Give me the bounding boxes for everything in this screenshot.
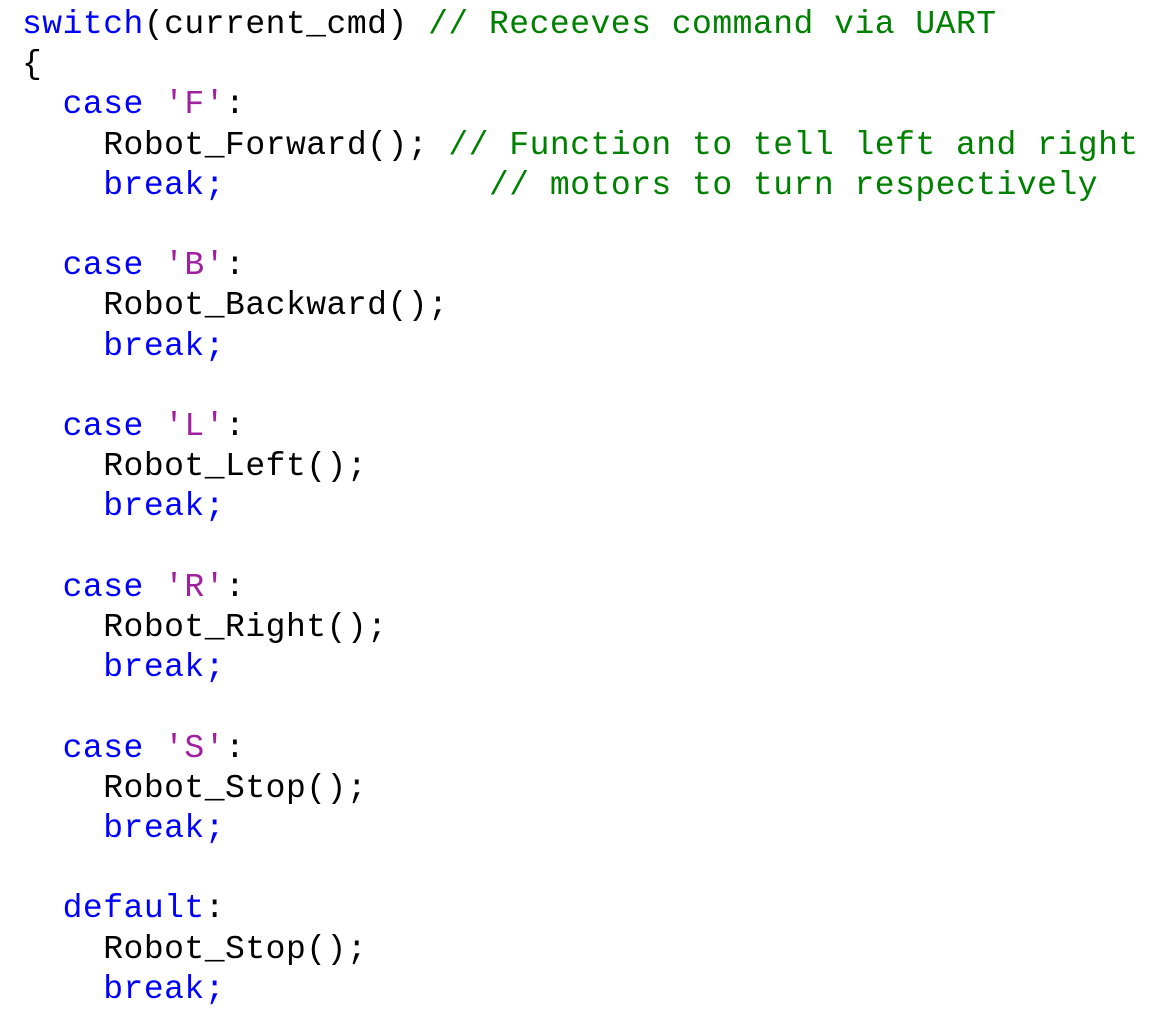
code-token-plain: { — [22, 46, 43, 84]
code-token-keyword: case — [22, 86, 165, 124]
code-token-plain: : — [225, 408, 246, 445]
code-token-plain: Robot_Stop(); — [22, 930, 368, 968]
code-token-plain: Robot_Backward(); — [22, 287, 449, 325]
code-token-char: 'L' — [164, 408, 226, 445]
code-line: default: — [22, 889, 225, 929]
code-token-keyword: break; — [22, 488, 226, 526]
code-line: { — [22, 45, 42, 85]
code-line: break; — [22, 487, 225, 527]
code-line: Robot_Stop(); — [22, 769, 367, 809]
code-line: case 'R': — [22, 568, 245, 608]
code-line: Robot_Left(); — [22, 447, 367, 487]
code-token-char: 'B' — [164, 247, 226, 285]
code-token-plain — [225, 167, 489, 204]
code-token-plain: : — [225, 568, 246, 606]
code-line: break; — [22, 809, 225, 849]
code-token-char: 'S' — [164, 729, 226, 767]
code-line: case 'S': — [22, 729, 245, 769]
code-token-keyword: break; — [22, 327, 226, 365]
code-line: case 'F': — [22, 85, 245, 125]
code-token-char: 'R' — [164, 568, 226, 606]
code-token-plain: (current_cmd) — [143, 6, 429, 43]
code-token-comment: // Receeves command via UART — [428, 6, 997, 43]
code-token-plain: Robot_Left(); — [22, 448, 368, 486]
code-line: case 'B': — [22, 246, 245, 286]
code-token-plain: : — [225, 86, 246, 124]
code-line: Robot_Backward(); — [22, 286, 448, 326]
code-token-comment: // motors to turn respectively — [489, 166, 1099, 204]
code-token-keyword: case — [22, 729, 165, 767]
code-token-plain: : — [225, 729, 246, 767]
code-line: Robot_Forward(); // Function to tell lef… — [22, 126, 1139, 166]
code-token-plain: Robot_Right(); — [22, 609, 388, 646]
code-token-keyword: default — [22, 890, 205, 928]
code-token-keyword: case — [22, 247, 165, 285]
code-token-keyword: case — [22, 568, 165, 606]
code-token-plain: : — [225, 247, 246, 285]
code-token-keyword: break; — [22, 649, 226, 687]
code-line: Robot_Stop(); — [22, 930, 367, 970]
code-line: switch(current_cmd) // Receeves command … — [22, 5, 997, 45]
code-token-char: 'F' — [164, 86, 226, 124]
code-line: Robot_Right(); — [22, 608, 387, 648]
code-token-keyword: case — [22, 408, 165, 445]
code-line: case 'L': — [22, 407, 245, 447]
code-token-keyword: switch — [22, 6, 144, 43]
code-line: break; // motors to turn respectively — [22, 166, 1098, 206]
code-line: break; — [22, 970, 225, 1010]
code-token-plain: : — [204, 890, 226, 928]
code-token-keyword: break; — [22, 810, 226, 847]
code-line: break; — [22, 648, 225, 688]
code-token-keyword: break; — [22, 166, 226, 204]
code-token-plain: Robot_Stop(); — [22, 769, 368, 807]
code-token-keyword: break; — [22, 970, 226, 1008]
code-token-comment: // Function to tell left and right — [448, 126, 1139, 164]
code-token-plain: Robot_Forward(); — [22, 126, 449, 164]
code-line: break; — [22, 327, 225, 367]
